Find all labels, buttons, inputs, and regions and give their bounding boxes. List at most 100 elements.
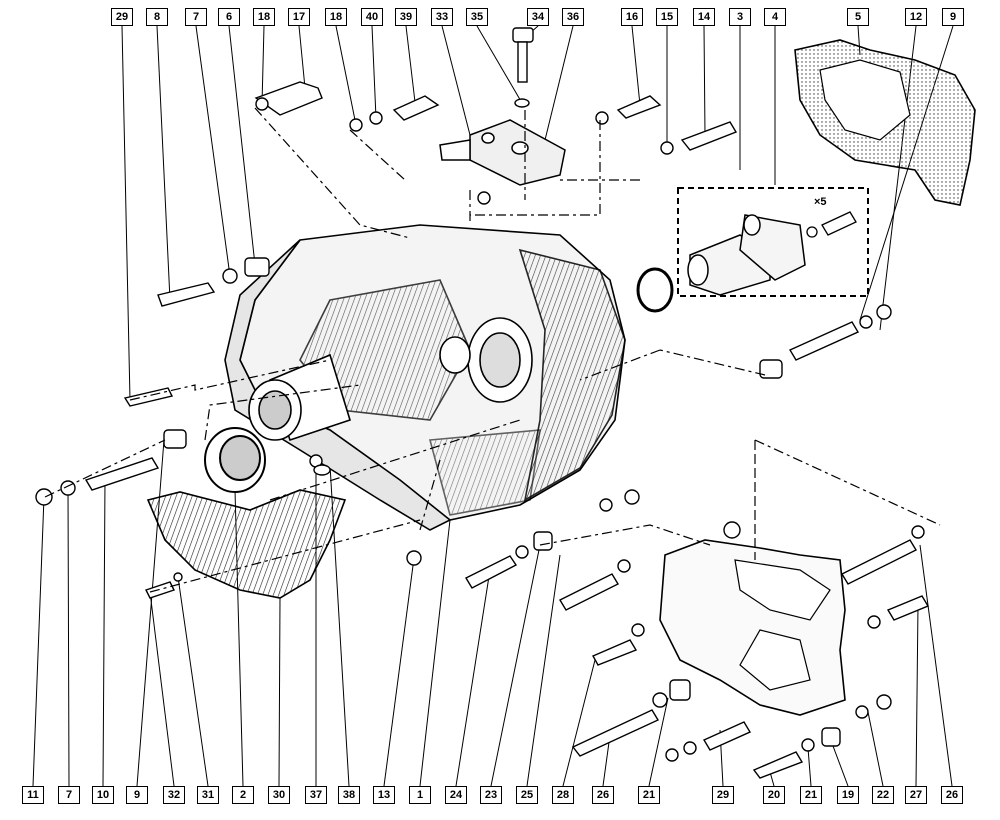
gasket-cutout bbox=[734, 559, 831, 621]
top-leader-29 bbox=[121, 25, 131, 401]
protective-shield bbox=[146, 489, 347, 599]
top-callout-14: 14 bbox=[693, 8, 715, 26]
bottom-callout-21: 21 bbox=[800, 786, 822, 804]
bottom-callout-32: 32 bbox=[163, 786, 185, 804]
top-leader-18 bbox=[261, 25, 265, 105]
bottom-leader-32 bbox=[149, 591, 175, 787]
bottom-callout-10: 10 bbox=[92, 786, 114, 804]
vertical-bolt bbox=[512, 27, 534, 108]
bottom-leader-27 bbox=[915, 604, 919, 787]
main-housing bbox=[224, 224, 626, 531]
bottom-callout-11: 11 bbox=[22, 786, 44, 804]
rear-cover-centerline bbox=[754, 439, 941, 526]
bottom-callout-38: 38 bbox=[338, 786, 360, 804]
top-leader-6 bbox=[228, 25, 256, 266]
bottom-callout-20: 20 bbox=[763, 786, 785, 804]
bottom-leader-13 bbox=[383, 557, 415, 787]
small-bolt-set bbox=[806, 211, 857, 238]
top-callout-9: 9 bbox=[942, 8, 964, 26]
top-leader-18 bbox=[335, 25, 357, 126]
bottom-leader-11 bbox=[32, 496, 45, 787]
oil-cooler-block bbox=[439, 119, 566, 186]
top-leader-39 bbox=[405, 25, 416, 103]
top-callout-3: 3 bbox=[729, 8, 751, 26]
top-callout-7: 7 bbox=[185, 8, 207, 26]
top-leader-33 bbox=[441, 25, 471, 136]
top-callout-40: 40 bbox=[361, 8, 383, 26]
part-4-group-frame bbox=[677, 187, 869, 297]
top-callout-18: 18 bbox=[253, 8, 275, 26]
bottom-callout-13: 13 bbox=[373, 786, 395, 804]
bottom-callout-9: 9 bbox=[126, 786, 148, 804]
bottom-callout-27: 27 bbox=[905, 786, 927, 804]
top-callout-12: 12 bbox=[905, 8, 927, 26]
shaft-seal bbox=[204, 427, 266, 493]
bottom-callout-24: 24 bbox=[445, 786, 467, 804]
bottom-callout-37: 37 bbox=[305, 786, 327, 804]
top-leader-16 bbox=[631, 25, 641, 106]
top-callout-39: 39 bbox=[395, 8, 417, 26]
bottom-leader-31 bbox=[177, 576, 209, 787]
bottom-callout-23: 23 bbox=[480, 786, 502, 804]
bottom-leader-10 bbox=[102, 479, 106, 787]
bottom-leader-28 bbox=[562, 659, 596, 787]
gasket-opening bbox=[819, 59, 911, 141]
bottom-leader-26 bbox=[602, 734, 611, 787]
top-callout-34: 34 bbox=[527, 8, 549, 26]
top-leader-7 bbox=[195, 25, 231, 277]
top-fasteners bbox=[254, 81, 738, 205]
bottom-leader-30 bbox=[278, 597, 281, 787]
top-callout-18: 18 bbox=[325, 8, 347, 26]
bottom-callout-22: 22 bbox=[872, 786, 894, 804]
bottom-callout-28: 28 bbox=[552, 786, 574, 804]
bottom-callout-31: 31 bbox=[197, 786, 219, 804]
output-shaft-assembly bbox=[687, 214, 806, 296]
gasket-cutout-lower bbox=[739, 629, 811, 691]
top-leader-14 bbox=[703, 25, 706, 136]
bottom-callout-1: 1 bbox=[409, 786, 431, 804]
top-callout-35: 35 bbox=[466, 8, 488, 26]
bottom-leader-21 bbox=[648, 697, 669, 787]
bottom-leader-26 bbox=[919, 544, 953, 787]
top-callout-5: 5 bbox=[847, 8, 869, 26]
top-callout-16: 16 bbox=[621, 8, 643, 26]
left-fasteners bbox=[35, 257, 270, 506]
top-callout-33: 33 bbox=[431, 8, 453, 26]
top-leader-8 bbox=[156, 25, 171, 301]
assembly-centerlines bbox=[44, 107, 766, 593]
top-leader-40 bbox=[371, 25, 377, 119]
bottom-leader-25 bbox=[526, 554, 561, 787]
bottom-callout-25: 25 bbox=[516, 786, 538, 804]
bottom-callout-19: 19 bbox=[837, 786, 859, 804]
bottom-fasteners bbox=[145, 454, 930, 779]
top-leader-36 bbox=[544, 25, 574, 141]
top-callout-36: 36 bbox=[562, 8, 584, 26]
bottom-leader-23 bbox=[490, 544, 541, 787]
bottom-leader-21 bbox=[807, 747, 812, 787]
top-callout-17: 17 bbox=[288, 8, 310, 26]
o-ring bbox=[636, 267, 674, 313]
top-leader-17 bbox=[298, 25, 306, 89]
bottom-leader-24 bbox=[455, 569, 491, 787]
top-callout-6: 6 bbox=[218, 8, 240, 26]
bottom-callout-29: 29 bbox=[712, 786, 734, 804]
top-leader-35 bbox=[476, 25, 523, 104]
bottom-leader-7 bbox=[67, 487, 70, 787]
bottom-callout-2: 2 bbox=[232, 786, 254, 804]
bottom-leader-22 bbox=[867, 711, 884, 787]
bottom-callout-26: 26 bbox=[592, 786, 614, 804]
bottom-leader-9 bbox=[136, 439, 165, 787]
right-stud-group bbox=[759, 304, 892, 379]
bottom-callout-21: 21 bbox=[638, 786, 660, 804]
top-callout-29: 29 bbox=[111, 8, 133, 26]
top-callout-15: 15 bbox=[656, 8, 678, 26]
multiplier-note: ×5 bbox=[814, 196, 827, 208]
bottom-callout-26: 26 bbox=[941, 786, 963, 804]
top-callout-8: 8 bbox=[146, 8, 168, 26]
bottom-leader-lines bbox=[32, 439, 953, 787]
bottom-callout-7: 7 bbox=[58, 786, 80, 804]
bottom-callout-30: 30 bbox=[268, 786, 290, 804]
top-callout-4: 4 bbox=[764, 8, 786, 26]
